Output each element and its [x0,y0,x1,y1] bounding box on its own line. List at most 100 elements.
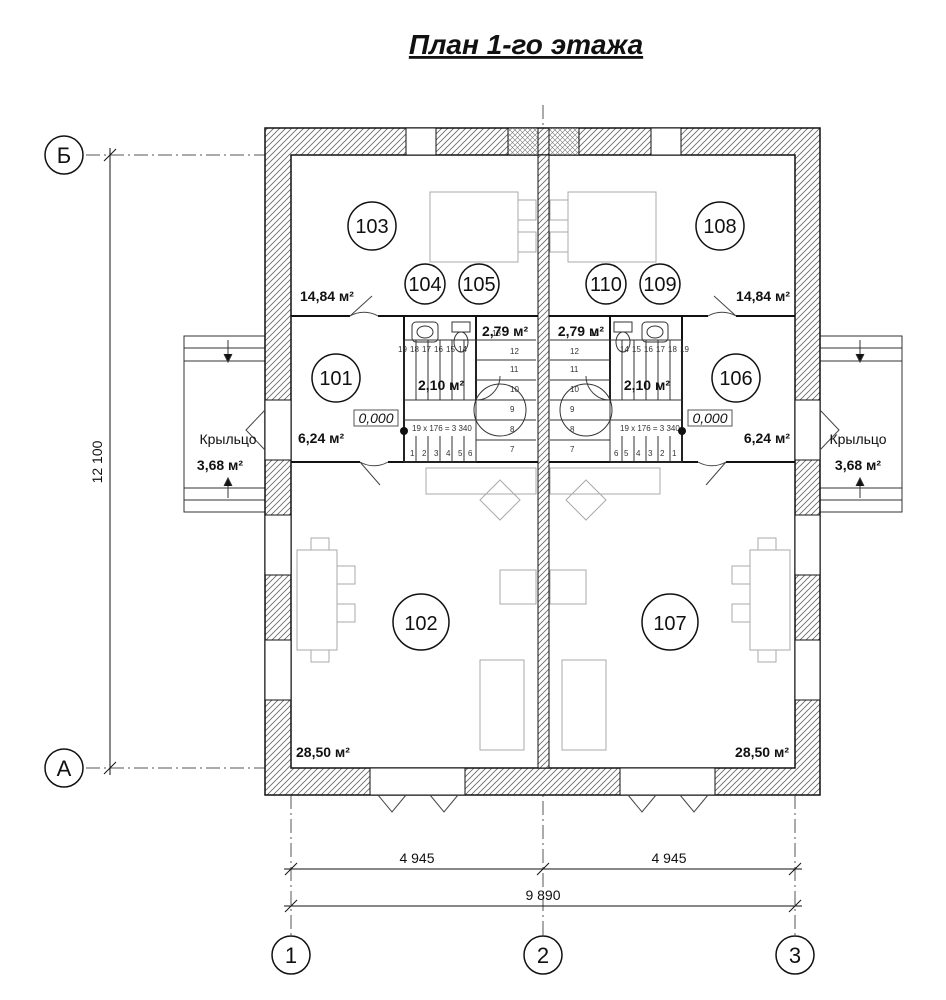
svg-text:102: 102 [404,613,437,635]
room-104-area: 2,10 м² [418,377,464,393]
svg-text:4: 4 [636,449,641,458]
svg-text:3: 3 [434,449,439,458]
axis-bubble-1: 1 [271,935,311,975]
stair-note-right: 19 x 176 = 3 340 [620,424,680,433]
room-105-label: 105 [458,263,500,305]
svg-text:1: 1 [672,449,677,458]
svg-text:19: 19 [398,345,407,354]
porch-right-label: Крыльцо [829,431,886,447]
axis-lines [86,105,796,935]
room-101-area: 6,24 м² [298,430,344,446]
porch-left-area: 3,68 м² [197,457,243,473]
svg-text:107: 107 [653,613,686,635]
furniture [296,191,791,751]
svg-text:17: 17 [656,345,665,354]
dimension-total-label: 9 890 [525,887,560,903]
room-102-area: 28,50 м² [296,744,350,760]
stair-note-left: 19 x 176 = 3 340 [412,424,472,433]
svg-text:0,000: 0,000 [692,410,727,426]
dimension-left-label: 4 945 [399,850,434,866]
svg-text:11: 11 [570,365,579,374]
axis-bubble-3: 3 [775,935,815,975]
level-marker-right: 0,000 [678,409,733,435]
svg-text:105: 105 [462,274,495,296]
svg-text:Б: Б [57,143,71,168]
svg-text:1: 1 [285,943,297,968]
axis-bubble-a: А [44,748,84,788]
dimension-widths [284,862,802,913]
svg-text:101: 101 [319,368,352,390]
stair-right [550,339,683,463]
room-104-label: 104 [404,263,446,305]
svg-text:8: 8 [510,425,515,434]
svg-text:12: 12 [570,347,579,356]
svg-text:2: 2 [537,943,549,968]
sanitary-fixtures [411,321,669,353]
svg-text:19: 19 [680,345,689,354]
porch-left [183,335,267,513]
svg-text:10: 10 [570,385,579,394]
exterior-walls [264,127,821,796]
svg-text:108: 108 [703,216,736,238]
svg-text:7: 7 [570,445,575,454]
dimension-height-label: 12 100 [89,440,105,483]
porch-right [819,335,903,513]
svg-text:15: 15 [632,345,641,354]
svg-text:7: 7 [510,445,515,454]
svg-text:А: А [57,756,72,781]
svg-text:16: 16 [434,345,443,354]
dimension-height [103,148,117,775]
dimension-right-label: 4 945 [651,850,686,866]
room-107-area: 28,50 м² [735,744,789,760]
axis-bubble-2: 2 [523,935,563,975]
stair-step-numbers: 19 18 17 16 15 14 13 12 11 10 9 8 7 1 2 … [398,329,689,458]
svg-text:2: 2 [422,449,427,458]
svg-text:18: 18 [410,345,419,354]
svg-text:1: 1 [410,449,415,458]
svg-text:5: 5 [624,449,629,458]
svg-text:10: 10 [510,385,519,394]
axis-bubble-b: Б [44,135,84,175]
svg-text:9: 9 [510,405,515,414]
room-101-label: 101 [311,353,361,403]
svg-text:14: 14 [458,345,467,354]
porch-right-area: 3,68 м² [835,457,881,473]
svg-text:16: 16 [644,345,653,354]
svg-text:0,000: 0,000 [358,410,393,426]
room-106-label: 106 [711,353,761,403]
svg-text:106: 106 [719,368,752,390]
svg-text:5: 5 [458,449,463,458]
svg-text:8: 8 [570,425,575,434]
room-109-label: 109 [639,263,681,305]
svg-text:11: 11 [510,365,519,374]
room-103-label: 103 [347,201,397,251]
svg-text:6: 6 [614,449,619,458]
svg-text:3: 3 [648,449,653,458]
room-102-label: 102 [392,593,450,651]
room-107-label: 107 [641,593,699,651]
stair-left [403,339,536,463]
svg-text:13: 13 [492,329,501,338]
svg-text:9: 9 [570,405,575,414]
svg-text:14: 14 [620,345,629,354]
svg-text:3: 3 [789,943,801,968]
room-110-area: 2,79 м² [558,323,604,339]
svg-text:103: 103 [355,216,388,238]
page-title: План 1-го этажа [409,29,643,60]
room-110-label: 110 [585,263,627,305]
party-wall [537,154,550,769]
room-109-area: 2,10 м² [624,377,670,393]
svg-text:13: 13 [590,329,599,338]
room-108-label: 108 [695,201,745,251]
svg-text:110: 110 [590,274,622,296]
svg-text:18: 18 [668,345,677,354]
svg-text:109: 109 [643,274,676,296]
svg-text:6: 6 [468,449,473,458]
svg-text:12: 12 [510,347,519,356]
svg-text:2: 2 [660,449,665,458]
svg-text:17: 17 [422,345,431,354]
svg-text:15: 15 [446,345,455,354]
porch-left-label: Крыльцо [199,431,256,447]
